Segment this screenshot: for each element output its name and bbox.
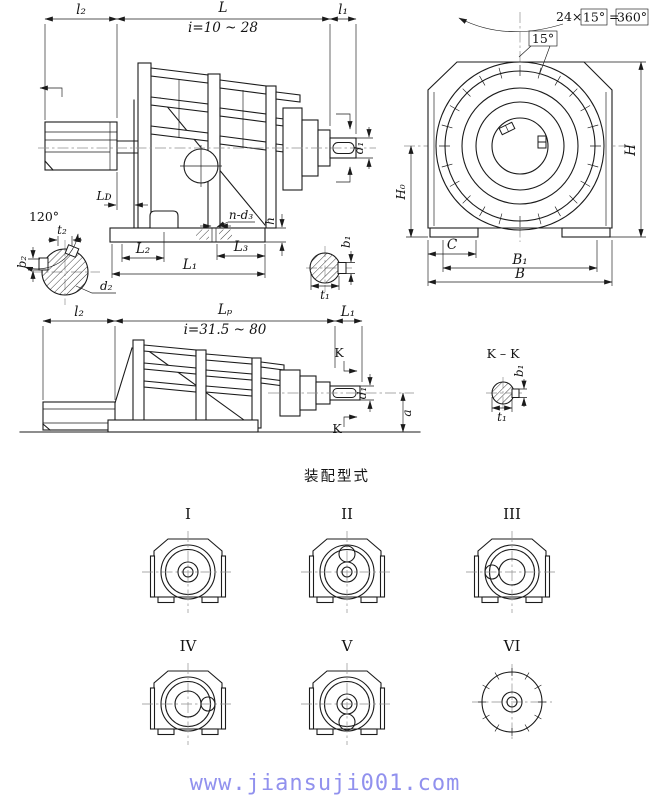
type-label-IV: IV xyxy=(180,637,198,655)
top-dimensions: l₂ L i=10 ~ 28 l₁ xyxy=(44,0,357,134)
dim-H: H xyxy=(584,61,646,238)
note-angle: 15° xyxy=(583,10,605,25)
note-prefix: 24× xyxy=(556,9,582,24)
dim-label-d1: d₁ xyxy=(355,387,369,400)
assembly-title: 装配型式 xyxy=(304,468,370,485)
assembly-type-III: III xyxy=(465,505,559,614)
dim-label-b1: b₁ xyxy=(339,236,353,249)
assembly-type-II: II xyxy=(300,505,394,614)
dim-h: h xyxy=(263,214,286,256)
dim-d1: d₁ xyxy=(355,374,374,412)
assembly-type-VI: VI xyxy=(472,637,552,740)
section-cut-K: K K xyxy=(332,345,358,436)
assembly-type-V: V xyxy=(300,637,394,746)
gearbox-body xyxy=(38,62,376,243)
key-detail-120: 120° t₂ b₂ d₂ xyxy=(15,209,116,305)
dim-label-L1: L₁ xyxy=(182,257,197,273)
dim-label-LP: Lₚ xyxy=(217,302,233,318)
ratio-label-high-speed: i=10 ~ 28 xyxy=(188,20,258,36)
dim-label-d2: d₂ xyxy=(100,279,113,293)
gearbox-body xyxy=(19,339,421,433)
lower-side-view: l₂ Lₚ i=31.5 ~ 80 L₁ K xyxy=(19,302,421,436)
output-shaft xyxy=(282,107,357,191)
dim-LD: Lᴅ xyxy=(96,172,148,210)
dim-label-b2: b₂ xyxy=(15,256,29,269)
keyway xyxy=(337,262,347,274)
assembly-type-IV: IV xyxy=(141,637,235,746)
angle-15-callout: 15° xyxy=(518,30,558,74)
assembly-types: 装配型式 I II III IV V xyxy=(141,468,559,746)
type-label-I: I xyxy=(185,505,191,523)
end-view: 24× 15° = 360° 15° H H₀ C xyxy=(394,8,649,286)
dim-label-L3: L₃ xyxy=(233,239,248,255)
reference-arrow xyxy=(39,85,63,97)
dim-label-B1: B₁ xyxy=(511,252,527,268)
bottom-dimensions: L₂ L₃ L₁ xyxy=(111,232,266,278)
dim-label-nd3: n-d₃ xyxy=(229,208,253,222)
section-label-K-bottom: K xyxy=(332,421,342,436)
dim-label-L: L xyxy=(218,0,228,16)
dim-label-t1: t₁ xyxy=(497,410,507,424)
dim-a: a xyxy=(400,392,414,433)
dim-label-l2: l₂ xyxy=(74,304,84,320)
section-title-kk: K – K xyxy=(487,346,521,361)
dim-label-b1: b₁ xyxy=(512,365,526,378)
note-total: 360° xyxy=(617,10,647,25)
top-dimensions: l₂ Lₚ i=31.5 ~ 80 L₁ xyxy=(42,302,363,400)
dim-label-a: a xyxy=(400,409,414,416)
bolt-circle-ticks xyxy=(439,65,601,227)
base-plate xyxy=(109,210,266,243)
dim-label-l1: l₁ xyxy=(338,2,348,18)
ratio-label-low-speed: i=31.5 ~ 80 xyxy=(184,322,267,338)
keyway xyxy=(511,388,520,398)
type-label-V: V xyxy=(341,637,354,655)
dim-label-L2: L₂ xyxy=(135,241,150,257)
dim-label-C: C xyxy=(447,237,458,253)
dim-label-H0: H₀ xyxy=(394,184,408,200)
shaft-cross-section xyxy=(491,381,515,405)
dim-label-H: H xyxy=(623,144,639,157)
type-label-III: III xyxy=(503,505,521,523)
type-label-II: II xyxy=(341,505,353,523)
type-label-VI: VI xyxy=(503,637,521,655)
dim-label-t1: t₁ xyxy=(320,288,330,302)
bore-keyways xyxy=(498,121,547,149)
section-label-K-top: K xyxy=(334,345,344,360)
dim-label-LD: Lᴅ xyxy=(96,189,112,203)
section-kk: K – K b₁ t₁ xyxy=(486,346,527,424)
top-side-view: l₂ L i=10 ~ 28 l₁ xyxy=(15,0,376,305)
cooling-fin-assembly xyxy=(137,62,301,229)
dim-d1: d₁ xyxy=(336,113,373,183)
note-equals: = xyxy=(609,9,619,24)
watermark-text: www.jiansuji001.com xyxy=(190,771,461,796)
dim-label-d1: d₁ xyxy=(352,142,366,155)
dim-label-l2: l₂ xyxy=(76,2,86,18)
dim-label-B: B xyxy=(514,266,525,282)
flange-ticks xyxy=(478,668,546,736)
dim-C-B1-B: C B₁ B xyxy=(427,237,613,286)
shaft-section-b1t1: b₁ t₁ xyxy=(306,236,355,302)
bolt-spacing-note: 24× 15° = 360° xyxy=(458,8,649,33)
dim-label-L1: L₁ xyxy=(340,304,355,320)
dim-label-t2: t₂ xyxy=(57,223,67,237)
input-shaft-block xyxy=(44,121,139,171)
angle-label-120: 120° xyxy=(29,209,59,224)
dim-label-h: h xyxy=(263,217,277,225)
dim-H0: H₀ xyxy=(394,145,428,238)
angle-label-15: 15° xyxy=(532,31,554,46)
assembly-type-I: I xyxy=(141,505,235,614)
shaft-cross-section xyxy=(309,252,341,284)
callout-nd3: n-d₃ xyxy=(200,208,255,229)
